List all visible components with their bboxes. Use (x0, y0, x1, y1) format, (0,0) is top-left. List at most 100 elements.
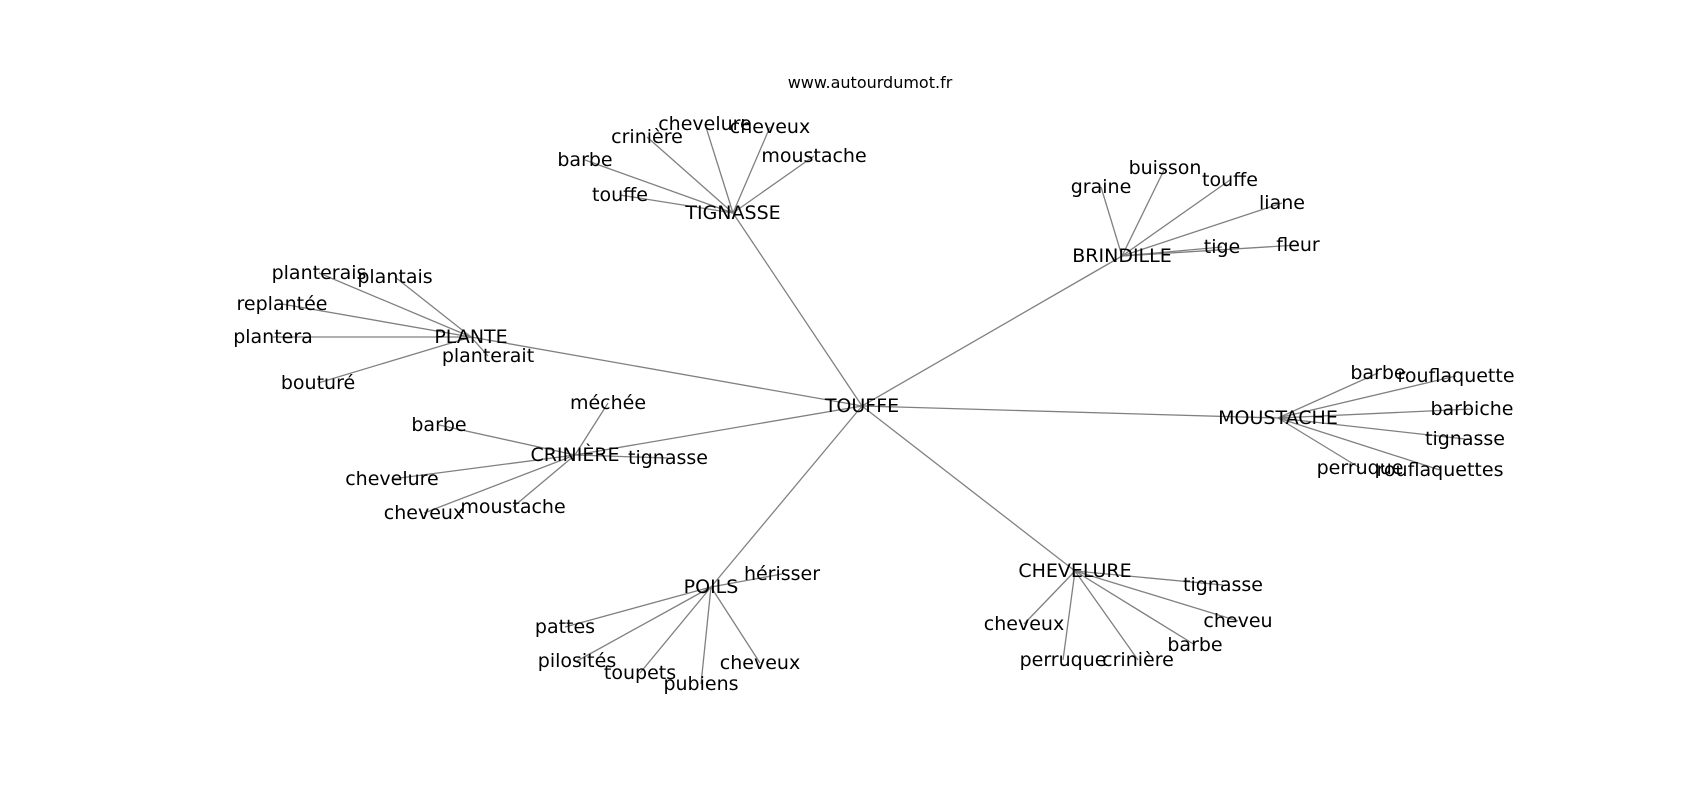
leaf-word: tignasse (628, 447, 708, 469)
leaf-word: touffe (592, 184, 648, 206)
leaf-word: barbiche (1430, 398, 1513, 420)
leaf-word: tige (1204, 236, 1240, 258)
edge-hub-to-word (281, 303, 472, 338)
edge-hub-to-word (732, 155, 815, 214)
leaf-word: perruque (1020, 649, 1107, 671)
edge-center-to-hub (861, 255, 1123, 407)
edge-hub-to-word (1277, 375, 1457, 419)
leaf-word: cheveux (384, 502, 464, 524)
leaf-word: plantais (357, 266, 432, 288)
edge-hub-to-word (700, 586, 712, 685)
edge-hub-to-word (619, 194, 734, 214)
leaf-word: plantera (233, 326, 313, 348)
leaf-word: chevelure (345, 468, 439, 490)
edge-hub-to-word (1121, 167, 1166, 257)
leaf-word: buisson (1129, 157, 1202, 179)
edge-center-to-hub (732, 212, 863, 407)
edge-hub-to-word (512, 454, 576, 508)
leaf-word: pubiens (663, 673, 738, 695)
edge-hub-to-word (1277, 417, 1441, 471)
hub-word: CRINIÈRE (530, 443, 619, 466)
leaf-word: moustache (460, 496, 565, 518)
leaf-word: cheveux (730, 116, 810, 138)
leaf-word: tignasse (1183, 574, 1263, 596)
edge-hub-to-word (423, 454, 576, 514)
edge-hub-to-word (1100, 186, 1123, 257)
hub-word: CHEVELURE (1018, 560, 1131, 582)
leaf-word: tignasse (1425, 428, 1505, 450)
leaf-word: pattes (535, 616, 595, 638)
edges-layer (273, 123, 1473, 685)
hub-word: PLANTE (434, 326, 507, 348)
source-label: www.autourdumot.fr (788, 73, 953, 92)
edge-hub-to-word (1277, 408, 1473, 419)
leaf-word: replantée (237, 293, 328, 315)
edge-hub-to-word (639, 586, 712, 674)
hub-word: POILS (684, 576, 739, 598)
center-word: TOUFFE (824, 395, 899, 417)
edge-center-to-hub (861, 405, 1279, 419)
edge-hub-to-word (1023, 570, 1076, 625)
edge-hub-to-word (1121, 244, 1299, 257)
edge-hub-to-word (576, 586, 712, 662)
edge-hub-to-word (1277, 417, 1361, 469)
leaf-word: cheveux (984, 613, 1064, 635)
leaf-word: hérisser (744, 563, 820, 585)
leaf-word: rouflaquettes (1377, 459, 1504, 481)
edge-hub-to-word (1074, 570, 1224, 586)
leaf-word: barbe (1350, 362, 1405, 384)
edge-hub-to-word (710, 586, 761, 664)
edge-hub-to-word (394, 276, 472, 338)
edge-hub-to-word (1074, 570, 1139, 661)
edge-hub-to-word (391, 454, 576, 480)
leaf-word: méchée (570, 392, 646, 414)
hub-word: TIGNASSE (684, 202, 780, 224)
edge-center-to-hub (861, 405, 1076, 572)
edge-hub-to-word (1277, 372, 1379, 419)
leaf-word: touffe (1202, 169, 1258, 191)
leaf-word: planterait (442, 345, 534, 367)
leaf-word: pilosités (538, 650, 616, 672)
leaf-word: planterais (272, 262, 367, 284)
edge-center-to-hub (574, 405, 863, 456)
edge-hub-to-word (710, 573, 783, 588)
leaf-word: barbe (1167, 634, 1222, 656)
edge-hub-to-word (1074, 570, 1196, 646)
edge-hub-to-word (438, 424, 576, 456)
labels-layer: www.autourdumot.fr TOUFFETIGNASSEtouffeb… (233, 73, 1514, 695)
leaf-word: cheveu (1203, 610, 1272, 632)
leaf-word: barbe (411, 414, 466, 436)
hub-word: MOUSTACHE (1218, 407, 1338, 429)
edge-hub-to-word (732, 126, 771, 214)
hub-word: BRINDILLE (1072, 245, 1171, 267)
leaf-word: liane (1259, 192, 1305, 214)
edge-center-to-hub (710, 405, 863, 588)
leaf-word: fleur (1276, 234, 1320, 256)
edge-hub-to-word (564, 586, 712, 628)
edge-hub-to-word (318, 272, 472, 338)
edge-hub-to-word (317, 336, 472, 384)
leaf-word: rouflaquette (1397, 365, 1514, 387)
leaf-word: chevelure (658, 113, 752, 135)
leaf-word: moustache (761, 145, 866, 167)
leaf-word: barbe (557, 149, 612, 171)
edge-hub-to-word (1277, 417, 1466, 440)
leaf-word: perruque (1317, 457, 1404, 479)
leaf-word: graine (1071, 176, 1132, 198)
leaf-word: toupets (604, 662, 676, 684)
edge-hub-to-word (470, 336, 489, 357)
edge-hub-to-word (1121, 202, 1283, 257)
edge-hub-to-word (704, 123, 734, 214)
leaf-word: crinière (611, 126, 683, 148)
leaf-word: cheveux (720, 652, 800, 674)
edge-hub-to-word (574, 454, 669, 459)
edge-center-to-hub (470, 336, 863, 407)
edge-hub-to-word (1062, 570, 1076, 661)
leaf-word: bouturé (281, 372, 355, 394)
edge-hub-to-word (1121, 179, 1231, 257)
edge-hub-to-word (646, 136, 734, 214)
edge-hub-to-word (574, 402, 609, 456)
edge-hub-to-word (584, 159, 734, 214)
edge-hub-to-word (1074, 570, 1239, 622)
